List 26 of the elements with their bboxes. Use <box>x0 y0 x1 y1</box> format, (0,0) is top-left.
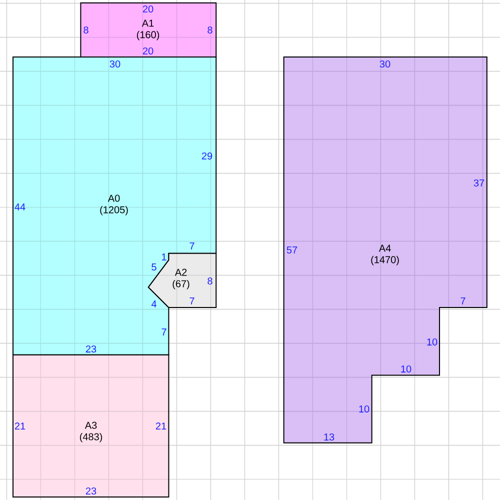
side-length: 7 <box>460 298 466 304</box>
side-length: 10 <box>359 405 370 413</box>
side-length: 30 <box>380 60 390 68</box>
side-length: 8 <box>208 26 212 34</box>
side-length: 10 <box>427 338 438 346</box>
side-length: 20 <box>142 47 154 55</box>
side-length: 29 <box>202 152 212 160</box>
side-length: 13 <box>324 433 334 441</box>
side-length: 4 <box>151 300 156 308</box>
side-length: 7 <box>190 242 194 250</box>
side-length: 8 <box>84 26 88 34</box>
side-length: 7 <box>162 328 166 336</box>
side-length: 20 <box>142 5 154 13</box>
side-length: 23 <box>86 487 96 495</box>
side-length: 8 <box>208 277 212 285</box>
side-length: 37 <box>474 179 484 187</box>
side-length: 21 <box>14 422 26 430</box>
side-length: 44 <box>14 204 26 210</box>
side-length: 21 <box>156 422 166 430</box>
side-length: 5 <box>152 264 156 270</box>
side-length: 1 <box>162 254 166 260</box>
side-length: 57 <box>286 246 298 254</box>
side-length: 23 <box>86 345 96 353</box>
side-length: 7 <box>190 298 194 304</box>
side-length: 30 <box>110 60 120 68</box>
side-length: 10 <box>401 365 412 373</box>
